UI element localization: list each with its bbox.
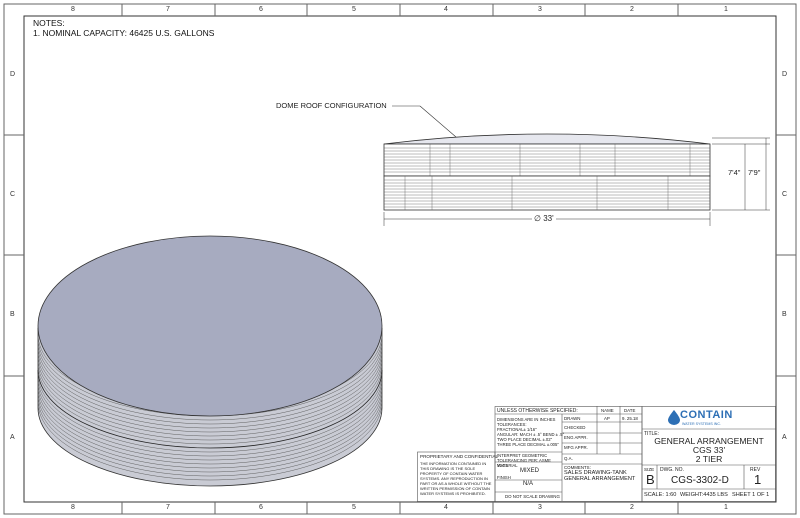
size-label: SIZE xyxy=(644,467,655,472)
rev-value: 1 xyxy=(754,472,762,487)
proprietary-title: PROPRIETARY AND CONFIDENTIAL xyxy=(420,454,499,459)
zone-bottom-7: 7 xyxy=(166,504,170,511)
zone-top-8: 8 xyxy=(71,6,75,13)
dim-diameter: ∅ 33' xyxy=(532,214,556,223)
drawing-title-1: GENERAL ARRANGEMENT xyxy=(654,436,764,446)
zone-right-D: D xyxy=(782,71,788,78)
dome-roof-callout: DOME ROOF CONFIGURATION xyxy=(276,101,387,110)
zone-bottom-1: 1 xyxy=(724,504,728,511)
water-drop-logo-icon xyxy=(668,410,680,425)
rev-label: REV xyxy=(750,467,761,473)
zone-left-C: C xyxy=(10,191,16,198)
title-block-grid xyxy=(417,406,776,502)
comments-line-2: GENERAL ARRANGEMENT xyxy=(564,476,636,482)
col-name: NAME xyxy=(601,408,614,413)
finish-label: FINISH xyxy=(497,475,511,480)
dwg-no-value: CGS-3302-D xyxy=(671,475,729,486)
drawn-name: AP xyxy=(604,416,610,421)
zone-bottom-5: 5 xyxy=(352,504,356,511)
zone-top-4: 4 xyxy=(444,6,448,13)
notes-heading: NOTES: xyxy=(33,18,65,28)
zone-bottom-6: 6 xyxy=(259,504,263,511)
zone-bottom-8: 8 xyxy=(71,504,75,511)
zone-bottom-2: 2 xyxy=(630,504,634,511)
material-value: MIXED xyxy=(520,468,540,474)
dims-line-4: ANGULAR: MACH ± .5° BEND ± .5° xyxy=(497,432,565,437)
unless-specified: UNLESS OTHERWISE SPECIFIED: xyxy=(497,408,578,414)
eng-appr-label: ENG APPR. xyxy=(564,435,588,440)
zone-top-6: 6 xyxy=(259,6,263,13)
zone-right-A: A xyxy=(782,434,787,441)
weight-text: WEIGHT:4435 LBS xyxy=(680,492,728,498)
dwg-no-label: DWG. NO. xyxy=(660,467,684,473)
scale-text: SCALE: 1:60 xyxy=(644,492,677,498)
zone-top-3: 3 xyxy=(538,6,542,13)
zone-bottom-4: 4 xyxy=(444,504,448,511)
material-label: MATERIAL xyxy=(497,463,518,468)
dims-line-2: TOLERANCES: xyxy=(497,422,527,427)
proprietary-body: THE INFORMATION CONTAINED IN THIS DRAWIN… xyxy=(420,461,492,496)
zone-left-A: A xyxy=(10,434,15,441)
zone-left-B: B xyxy=(10,311,15,318)
drawing-title-2: CGS 33' xyxy=(692,445,726,455)
zone-top-2: 2 xyxy=(630,6,634,13)
zone-right-C: C xyxy=(782,191,788,198)
zone-top-1: 1 xyxy=(724,6,728,13)
zone-top-7: 7 xyxy=(166,6,170,13)
dim-overall-height: 7'9" xyxy=(748,168,761,177)
comments-line-1: SALES DRAWING-TANK xyxy=(564,470,627,476)
zone-right-B: B xyxy=(782,311,787,318)
drawing-title-3: 2 TIER xyxy=(695,454,723,464)
title-label: TITLE: xyxy=(644,431,660,437)
notes-capacity: 1. NOMINAL CAPACITY: 46425 U.S. GALLONS xyxy=(33,28,215,38)
drawn-label: DRAWN xyxy=(564,416,581,421)
interpret-geometric: INTERPRET GEOMETRIC TOLERANCING PER: ASM… xyxy=(497,453,551,468)
size-value: B xyxy=(646,472,655,487)
notes-block: NOTES: 1. NOMINAL CAPACITY: 46425 U.S. G… xyxy=(33,18,214,38)
checked-label: CHECKED xyxy=(564,425,586,430)
finish-value: N/A xyxy=(523,481,534,487)
dims-line-3: FRACTIONAL± 1/16" xyxy=(497,427,537,432)
qa-label: Q.A. xyxy=(564,456,573,461)
do-not-scale: DO NOT SCALE DRAWING xyxy=(505,494,560,499)
zone-top-5: 5 xyxy=(352,6,356,13)
dims-line-1: DIMENSIONS ARE IN INCHES xyxy=(497,417,556,422)
dims-line-5: TWO PLACE DECIMAL ±.02" xyxy=(497,437,553,442)
title-block: PROPRIETARY AND CONFIDENTIAL THE INFORMA… xyxy=(417,406,776,502)
col-date: DATE xyxy=(624,408,636,413)
dims-line-6: THREE PLACE DECIMAL ±.005" xyxy=(497,442,559,447)
company-logo: CONTAIN xyxy=(680,409,733,421)
mfg-appr-label: MFG APPR. xyxy=(564,445,588,450)
drawn-date: 9. 25.18 xyxy=(622,416,638,421)
comments-label: COMMENTS: xyxy=(564,465,591,470)
sheet-text: SHEET 1 OF 1 xyxy=(732,492,770,498)
company-logo-sub: WATER SYSTEMS INC. xyxy=(682,422,721,426)
zone-bottom-3: 3 xyxy=(538,504,542,511)
zone-left-D: D xyxy=(10,71,16,78)
dim-lower-height: 7'4" xyxy=(728,168,741,177)
